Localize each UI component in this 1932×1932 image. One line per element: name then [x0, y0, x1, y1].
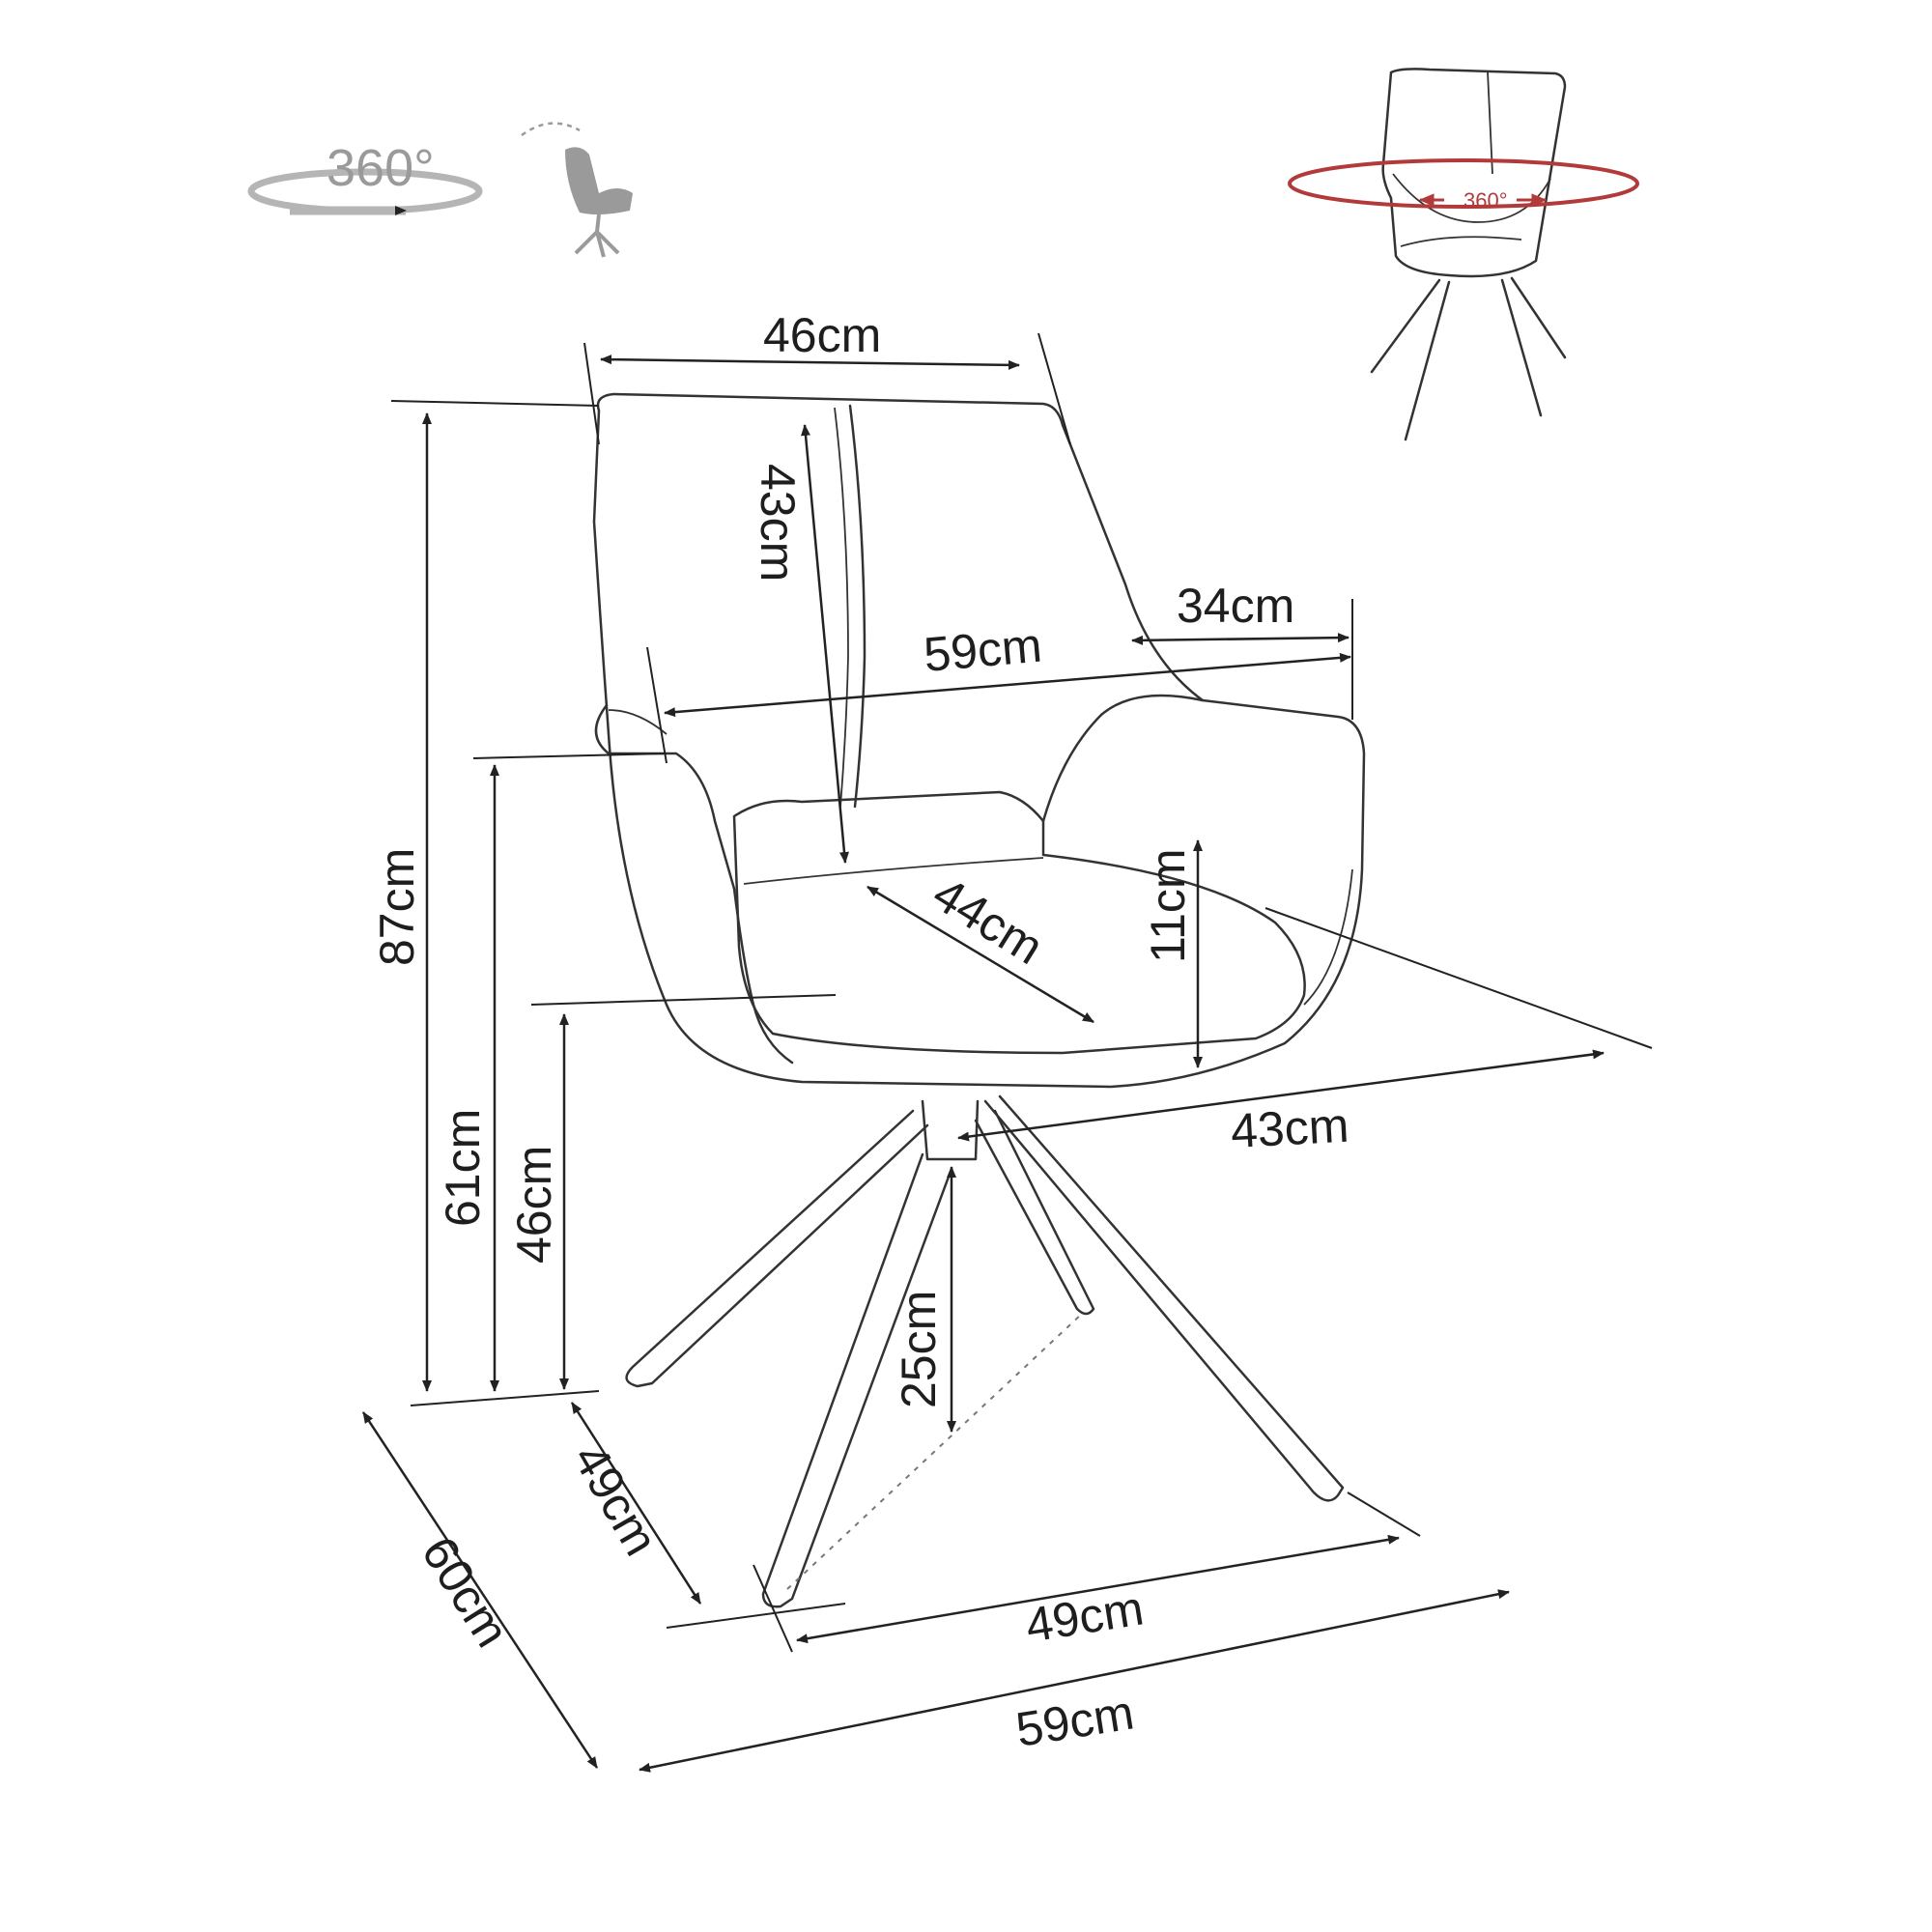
dim-overall-width-bottom: 59cm: [1012, 1685, 1138, 1756]
dimension-arrows: [361, 355, 1605, 1773]
dim-armrest-depth: 34cm: [1177, 579, 1294, 633]
dim-overall-depth: 60cm: [412, 1527, 520, 1656]
rotation-360-icon: 360°: [247, 139, 483, 215]
chair-drawing: [592, 392, 1366, 1608]
swivel-chair-icon: [521, 122, 633, 258]
chair-thumbnail: 360°: [1288, 68, 1639, 441]
dim-overall-width-top: 59cm: [922, 618, 1044, 682]
dim-backrest-height: 43cm: [751, 464, 805, 582]
rotation-360-label: 360°: [327, 139, 435, 197]
dim-armrest-above-seat: 11cm: [1141, 848, 1195, 963]
dim-backrest-width: 46cm: [763, 308, 881, 362]
dim-total-height: 87cm: [370, 848, 424, 966]
thumbnail-rotation-label: 360°: [1463, 188, 1508, 213]
dim-armrest-height: 61cm: [436, 1109, 490, 1227]
dimension-labels: 46cm 43cm 59cm 34cm 87cm 61cm 46cm 44cm …: [370, 308, 1350, 1757]
dim-seat-width: 43cm: [1230, 1098, 1350, 1158]
dim-base-height: 25cm: [892, 1291, 946, 1408]
dim-base-width: 49cm: [1022, 1580, 1148, 1652]
dim-seat-height: 46cm: [507, 1146, 561, 1264]
dim-base-depth: 49cm: [562, 1435, 668, 1565]
